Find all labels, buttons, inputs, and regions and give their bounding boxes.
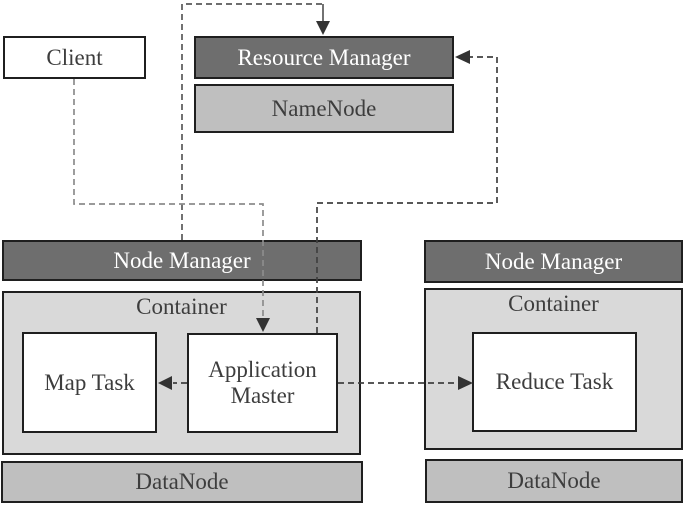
node-manager-right-label: Node Manager: [484, 248, 623, 274]
resource-manager-label: Resource Manager: [237, 44, 411, 70]
resource-manager-right-arrowhead: [455, 50, 470, 64]
datanode-right-box: DataNode: [425, 459, 683, 503]
map-task-label: Map Task: [44, 369, 135, 395]
client-box: Client: [3, 36, 146, 79]
datanode-left-box: DataNode: [1, 461, 363, 503]
container-left-label: Container: [136, 294, 227, 319]
application-master-label: Application Master: [208, 357, 317, 408]
datanode-left-label: DataNode: [135, 469, 229, 495]
namenode-box: NameNode: [194, 84, 454, 133]
node-manager-left-label: Node Manager: [113, 247, 251, 273]
node-manager-left-box: Node Manager: [2, 240, 362, 281]
reduce-task-label: Reduce Task: [495, 369, 614, 395]
container-right-label: Container: [508, 291, 599, 316]
node-manager-right-box: Node Manager: [424, 240, 683, 283]
resource-manager-box: Resource Manager: [194, 36, 454, 79]
namenode-label: NameNode: [271, 95, 377, 121]
application-master-box: Application Master: [187, 333, 338, 433]
map-task-box: Map Task: [22, 332, 157, 433]
resource-manager-top-arrowhead: [316, 21, 330, 35]
datanode-right-label: DataNode: [507, 468, 601, 494]
client-label: Client: [46, 44, 103, 70]
reduce-task-box: Reduce Task: [472, 332, 637, 432]
